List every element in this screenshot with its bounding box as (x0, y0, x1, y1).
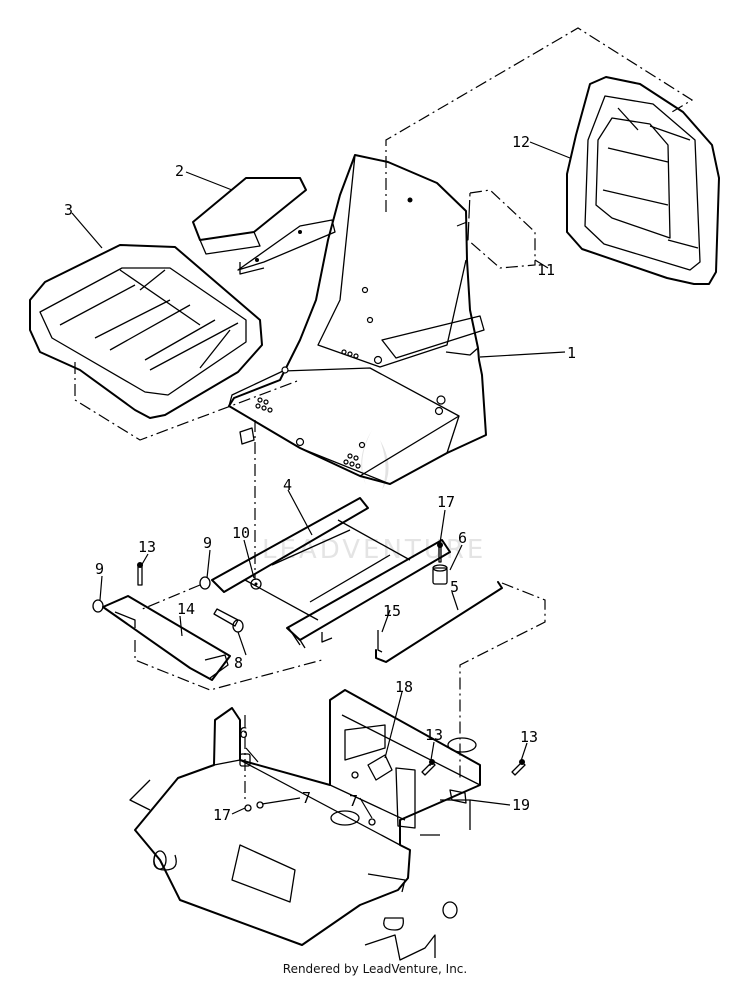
part-4-slide-frame (211, 497, 451, 649)
callout-10: 10 (232, 524, 250, 542)
seat-pan-holes (255, 286, 446, 469)
callout-11: 11 (537, 261, 555, 279)
assembly-line-cushion (74, 362, 301, 441)
part-12-back-cushion (566, 76, 720, 285)
callout-18: 18 (395, 678, 413, 696)
callout-4: 4 (283, 476, 292, 494)
callout-15: 15 (383, 602, 401, 620)
part-13-bolt-left (137, 562, 143, 586)
part-8-pin (213, 608, 244, 633)
callout-labels: 1 2 3 4 5 6 6 7 7 8 9 9 10 11 12 13 13 1… (64, 133, 576, 824)
part-17-bolt-upper (437, 542, 443, 563)
callout-8: 8 (234, 654, 243, 672)
part-2-armrest (192, 177, 336, 275)
part-6-bumper-upper (432, 564, 448, 585)
callout-1: 1 (567, 344, 576, 362)
callout-13-left: 13 (138, 538, 156, 556)
callout-19: 19 (512, 796, 530, 814)
part-7-nut-lower-mid (368, 818, 376, 826)
callout-14: 14 (177, 600, 195, 618)
footer-credit: Rendered by LeadVenture, Inc. (282, 962, 468, 976)
callout-6-upper: 6 (458, 529, 467, 547)
part-15-clip (377, 630, 383, 653)
part-1-seat-pan (228, 154, 487, 485)
part-9-washer-left (92, 599, 104, 613)
part-5-rod (375, 581, 503, 663)
callout-leaders (71, 141, 571, 819)
callout-9-mid: 9 (203, 534, 212, 552)
callout-13-right: 13 (520, 728, 538, 746)
assembly-line-latch (134, 584, 323, 691)
part-13-bolt-mid (421, 759, 436, 776)
callout-9-left: 9 (95, 560, 104, 578)
part-3-seat-cushion (29, 244, 263, 419)
assembly-line-rod (459, 582, 546, 778)
part-13-bolt-right (511, 759, 526, 776)
callout-2: 2 (175, 162, 184, 180)
callout-7-mid: 7 (349, 792, 358, 810)
callout-17-lower: 17 (213, 806, 231, 824)
part-14-latch-bracket (102, 595, 231, 681)
callout-13-mid: 13 (425, 726, 443, 744)
callout-7-left: 7 (302, 789, 311, 807)
part-10-nut (250, 578, 262, 590)
part-19-latch (449, 789, 467, 804)
part-7-nut-upper-mid (351, 771, 359, 779)
part-18-lever (367, 754, 393, 781)
callout-5: 5 (450, 578, 459, 596)
part-9-washer-mid (199, 576, 211, 590)
assembly-line-back (385, 27, 694, 212)
chassis-frame (129, 689, 481, 961)
callout-3: 3 (64, 201, 73, 219)
callout-6-lower: 6 (239, 724, 248, 742)
part-7-nut-lower-left (256, 801, 264, 809)
callout-17-upper: 17 (437, 493, 455, 511)
callout-12: 12 (512, 133, 530, 151)
part-17-bolt-lower (244, 804, 252, 812)
part-11-bracket-outline (467, 189, 536, 269)
